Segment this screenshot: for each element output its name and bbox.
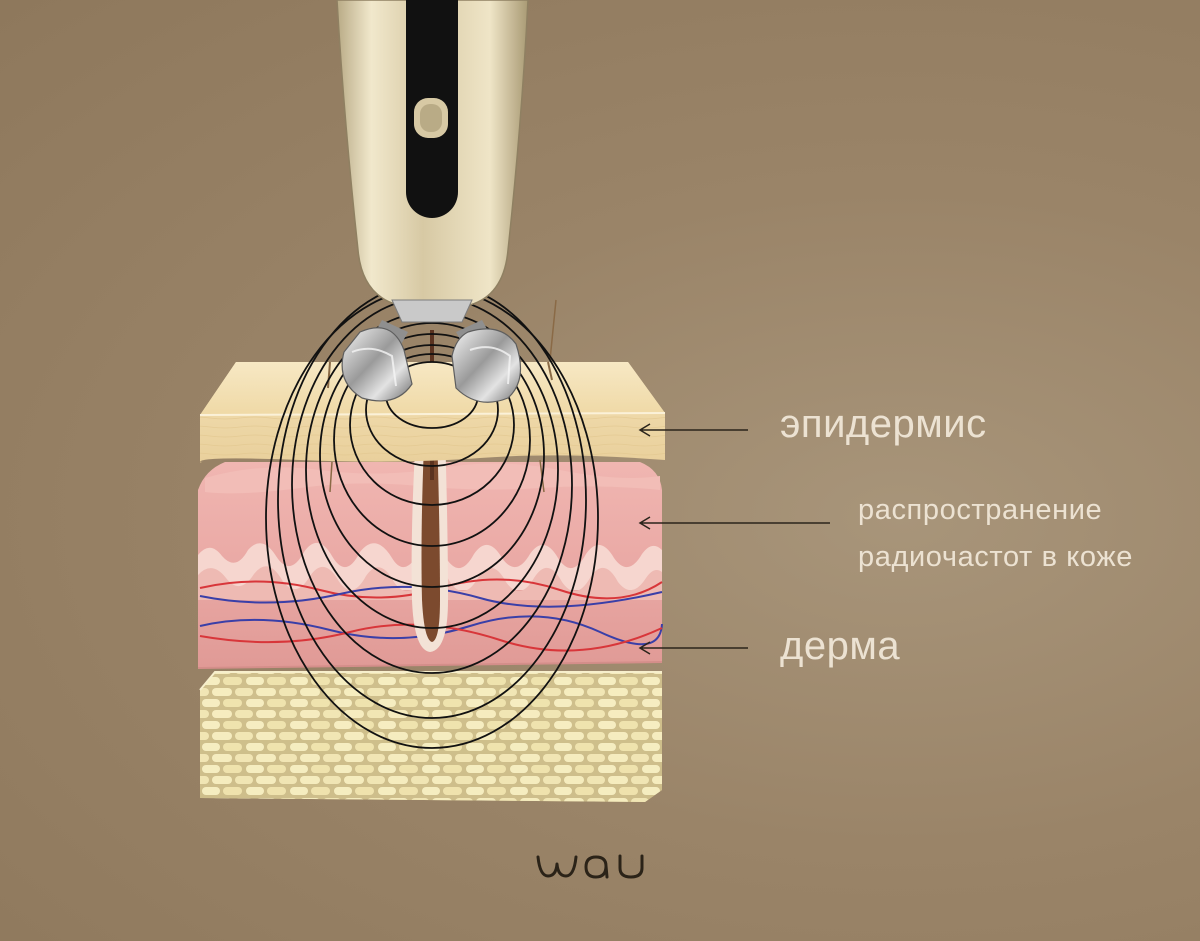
- right-electrode: [451, 320, 522, 403]
- rf-field-line: [319, 322, 545, 588]
- rf-propagation-label: распространение радиочастот в коже: [858, 487, 1133, 581]
- derma-label: дерма: [780, 624, 901, 668]
- derma-pointer: [638, 641, 748, 655]
- rf-label-line-2: радиочастот в коже: [858, 541, 1134, 573]
- leader-lines: [638, 423, 830, 655]
- rf-label-line-1: распространение: [858, 494, 1103, 526]
- epidermis-layer: [199, 299, 666, 493]
- rf-field-lines: [265, 281, 599, 749]
- epidermis-pointer: [638, 423, 748, 437]
- rf-pointer: [638, 516, 830, 530]
- rf-field-line: [349, 344, 515, 506]
- fat-layer: [199, 671, 662, 802]
- epidermis-label: эпидермис: [780, 402, 987, 446]
- left-electrode: [341, 320, 413, 402]
- rf-field-line: [333, 333, 531, 547]
- wau-logo: [536, 854, 644, 879]
- rf-device: [336, 0, 529, 403]
- rf-field-line: [365, 353, 499, 467]
